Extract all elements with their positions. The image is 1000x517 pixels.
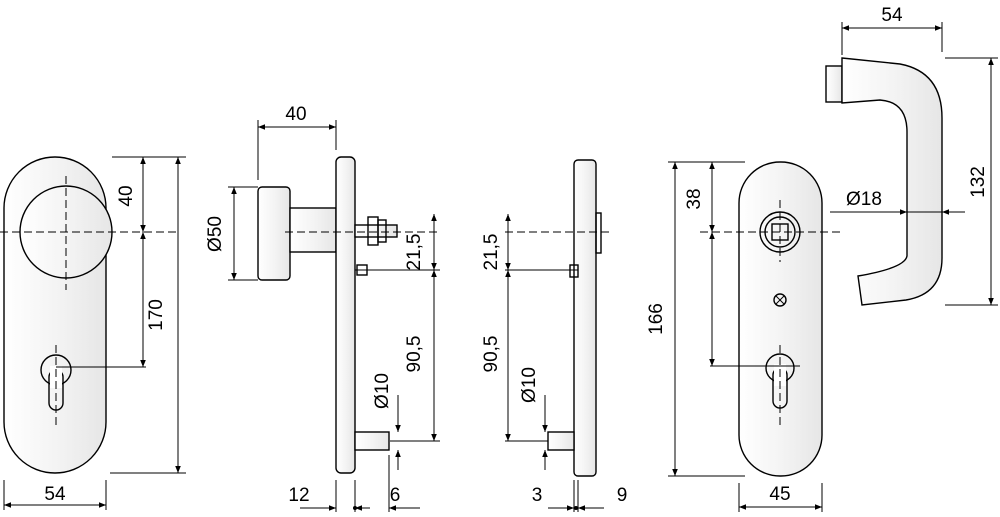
dim-inner-post-length: 9 (617, 485, 628, 506)
dim-left-knob-offset: 40 (116, 185, 137, 206)
lever-rose (825, 65, 843, 103)
lever-handle (841, 57, 943, 306)
knob-side-plate (335, 156, 356, 474)
dim-inner-screw-diameter: Ø10 (519, 367, 540, 403)
fixing-screw (773, 293, 787, 307)
dim-knob-plate-thickness: 12 (288, 485, 309, 506)
dim-left-width: 54 (44, 484, 66, 505)
dim-inner-height: 166 (646, 303, 667, 335)
inner-screw-post (547, 431, 575, 451)
inner-side-view: 21,5 90,5 Ø10 3 9 (481, 159, 628, 512)
dim-knob-screw-length: 6 (390, 485, 401, 506)
dim-inner-spindle-offset: 21,5 (481, 234, 502, 271)
dim-knob-screw-distance: 90,5 (404, 336, 425, 373)
knob-side-view: 40 Ø50 21,5 90,5 Ø10 12 6 (205, 104, 440, 512)
dim-inner-screw-distance: 90,5 (481, 336, 502, 373)
dim-inner-offset: 38 (684, 188, 705, 209)
spindle (354, 224, 398, 238)
dim-lever-diameter: Ø18 (846, 189, 882, 210)
dim-left-center-distance: 170 (146, 299, 167, 331)
inner-plate-view: 166 38 45 (646, 161, 840, 512)
knob-disc (257, 186, 291, 281)
inner-side-plate (573, 159, 597, 477)
dim-lever-height: 132 (968, 166, 989, 198)
dim-lever-width: 54 (881, 5, 903, 26)
lever-view: 54 132 Ø18 (825, 5, 998, 306)
inner-backplate (738, 161, 823, 477)
dim-knob-projection: 40 (285, 104, 306, 125)
dim-knob-diameter: Ø50 (205, 216, 226, 252)
dim-knob-screw-diameter: Ø10 (372, 373, 393, 409)
left-plate-view: 54 40 170 (0, 156, 186, 510)
dim-knob-spindle-offset: 21,5 (404, 234, 425, 271)
dim-inner-width: 45 (769, 484, 790, 505)
left-screw (354, 431, 390, 451)
dim-inner-plate-thickness: 3 (532, 485, 543, 506)
knob-neck (289, 207, 337, 253)
